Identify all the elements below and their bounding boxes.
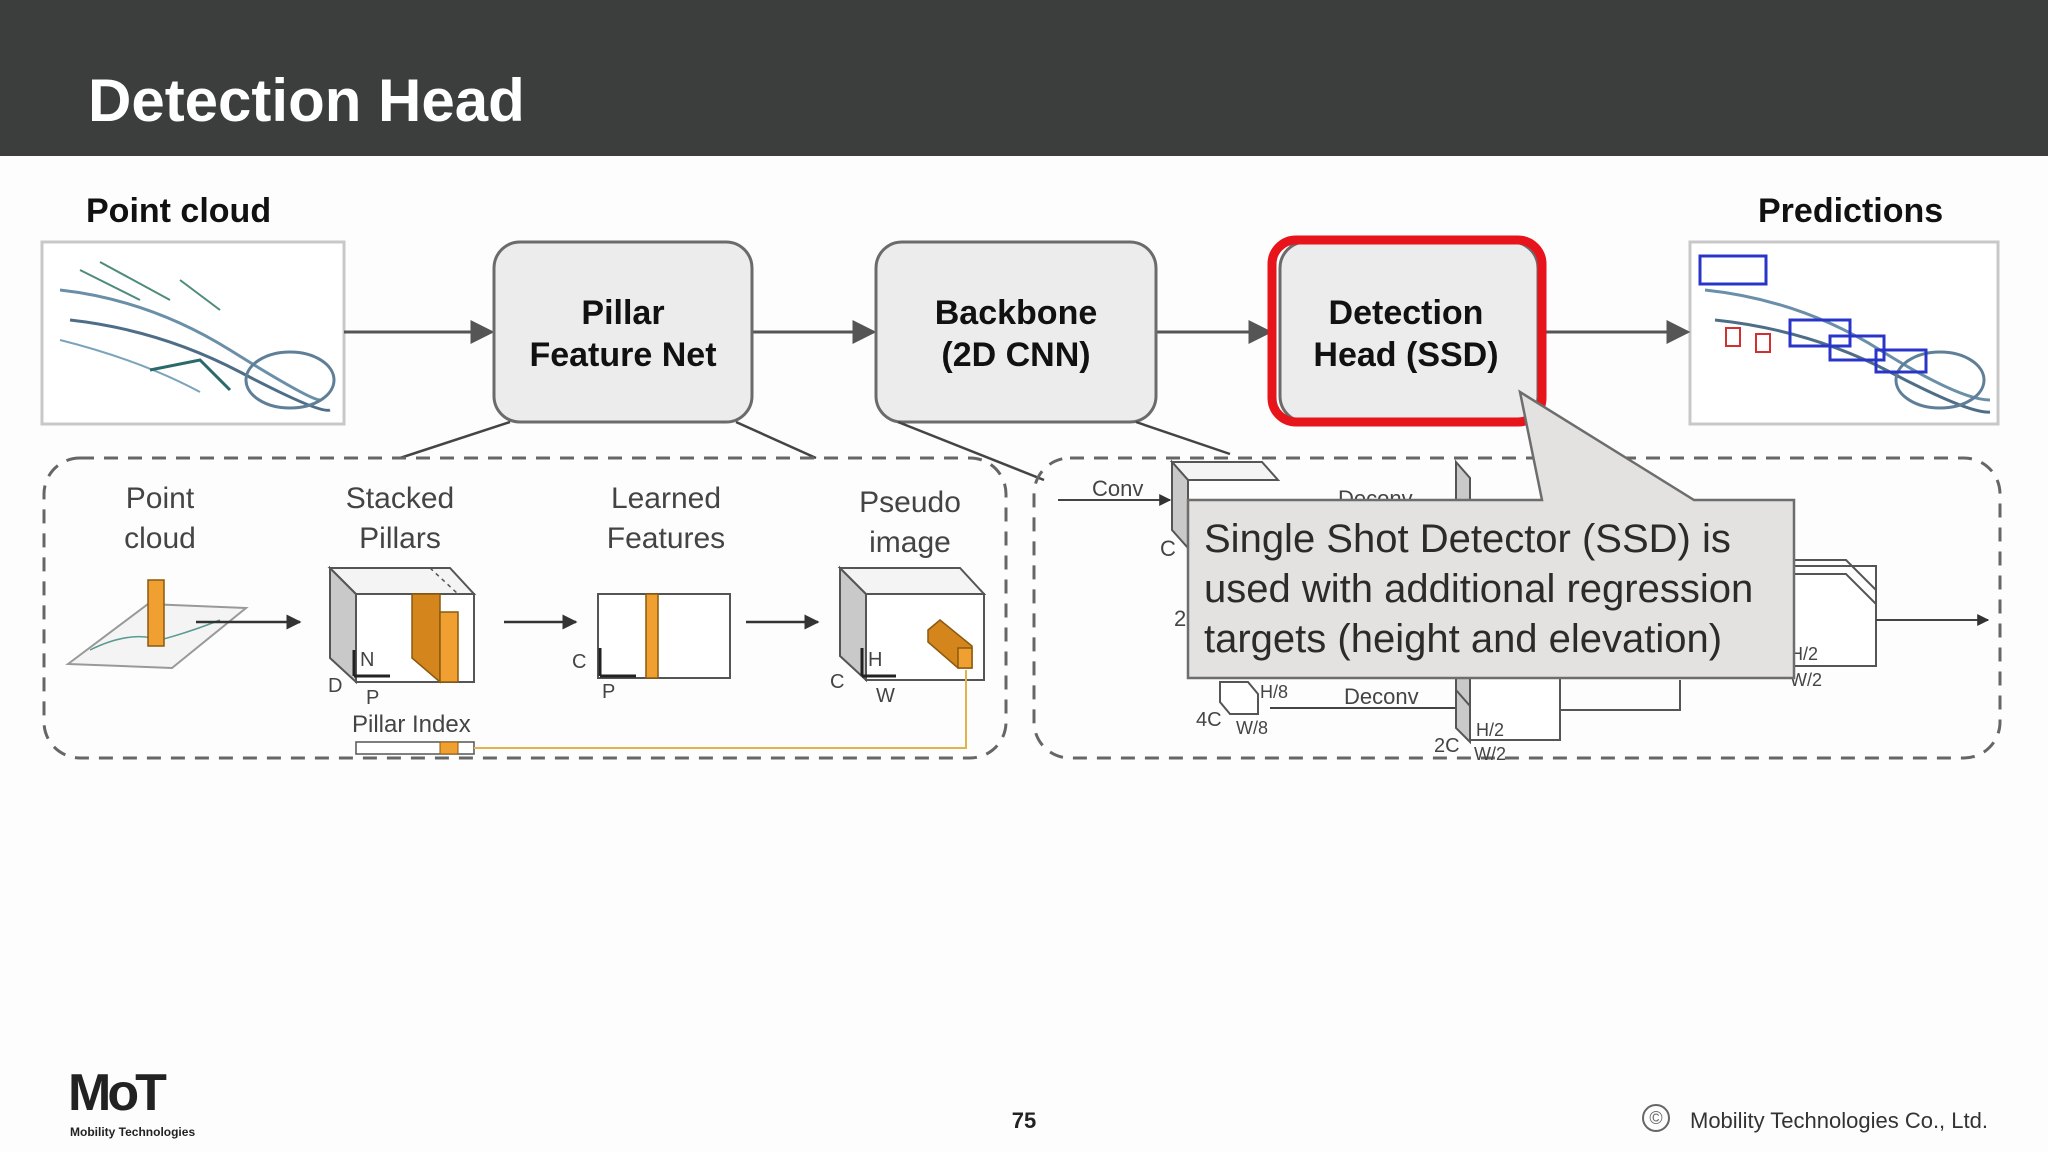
company-logo: MoT Mobility Technologies xyxy=(68,1062,208,1147)
logo-text: MoT xyxy=(68,1064,167,1122)
pfn-label-line2: Pillars xyxy=(359,522,441,555)
w2-label: W/2 xyxy=(1474,744,1506,764)
axis-label: P xyxy=(366,687,379,709)
output-label: Predictions xyxy=(1758,192,1943,230)
predictions-image xyxy=(1688,240,2000,426)
company-name: Mobility Technologies Co., Ltd. xyxy=(1690,1108,1988,1133)
axis-label: P xyxy=(602,681,615,703)
pfn-label-line2: Features xyxy=(607,522,725,555)
w8-label: W/8 xyxy=(1236,718,1268,738)
slide-title: Detection Head xyxy=(88,67,525,134)
axis-label: C xyxy=(830,671,844,693)
pillar-index-label: Pillar Index xyxy=(352,711,471,738)
logo-subtext: Mobility Technologies xyxy=(70,1125,195,1139)
pfn-label-line1: Point xyxy=(126,482,195,515)
page-number: 75 xyxy=(1011,1108,1037,1133)
highlight-box xyxy=(1267,235,1547,427)
axis-label: W xyxy=(876,685,895,707)
stage-label-line1: Detection xyxy=(1329,294,1484,332)
h8-label: H/8 xyxy=(1260,682,1288,702)
h2-label: H/2 xyxy=(1476,720,1504,740)
axis-label: H xyxy=(868,649,882,671)
stacked-pillars-tensor: D N P xyxy=(327,565,477,709)
stage-label-line2: Head (SSD) xyxy=(1313,336,1498,374)
pfn-detail-panel: Point cloud Stacked Pillars Learned Feat… xyxy=(42,456,1008,760)
copyright-icon: © xyxy=(1642,1104,1670,1132)
stage-label-line2: (2D CNN) xyxy=(941,336,1090,374)
pfn-label-line2: image xyxy=(869,526,951,559)
stage-detection-head: Detection Head (SSD) xyxy=(1267,235,1547,427)
input-label: Point cloud xyxy=(86,192,271,230)
two-label: 2 xyxy=(1174,606,1186,631)
axis-label: N xyxy=(360,649,374,671)
conv-label: Conv xyxy=(1092,476,1143,501)
connector-line xyxy=(1135,420,1231,456)
pfn-label-line1: Stacked xyxy=(346,482,454,515)
four-c-label: 4C xyxy=(1196,709,1222,731)
callout-text: Single Shot Detector (SSD) is used with … xyxy=(1204,517,1754,661)
connector-line xyxy=(399,420,511,460)
callout-balloon xyxy=(1186,389,1796,680)
point-cloud-pillar-graphic xyxy=(65,579,249,670)
deconv-label: Deconv xyxy=(1344,684,1419,709)
w2-label: W/2 xyxy=(1790,670,1822,690)
stage-label-line1: Pillar xyxy=(581,294,664,332)
point-cloud-image xyxy=(40,240,346,426)
stage-pillar-feature-net: Pillar Feature Net xyxy=(492,240,754,424)
c-label: C xyxy=(1160,536,1176,561)
pseudo-image-tensor: C H W xyxy=(830,565,987,707)
architecture-diagram: Point cloud Predictions Pillar Feature N… xyxy=(40,192,2002,764)
stage-backbone: Backbone (2D CNN) xyxy=(874,240,1158,424)
connector-line xyxy=(735,420,817,460)
learned-features-tensor: C P xyxy=(572,593,731,703)
slide-header: Detection Head xyxy=(0,0,2048,156)
stage-label-line1: Backbone xyxy=(935,294,1098,332)
stage-label-line2: Feature Net xyxy=(529,336,716,374)
pfn-label-line1: Pseudo xyxy=(859,486,961,519)
h2-label: H/2 xyxy=(1790,644,1818,664)
pfn-label-line2: cloud xyxy=(124,522,196,555)
axis-label: C xyxy=(572,651,586,673)
axis-label: D xyxy=(328,675,342,697)
connector-line xyxy=(897,420,1045,482)
pfn-label-line1: Learned xyxy=(611,482,721,515)
two-c-label: 2C xyxy=(1434,735,1460,757)
